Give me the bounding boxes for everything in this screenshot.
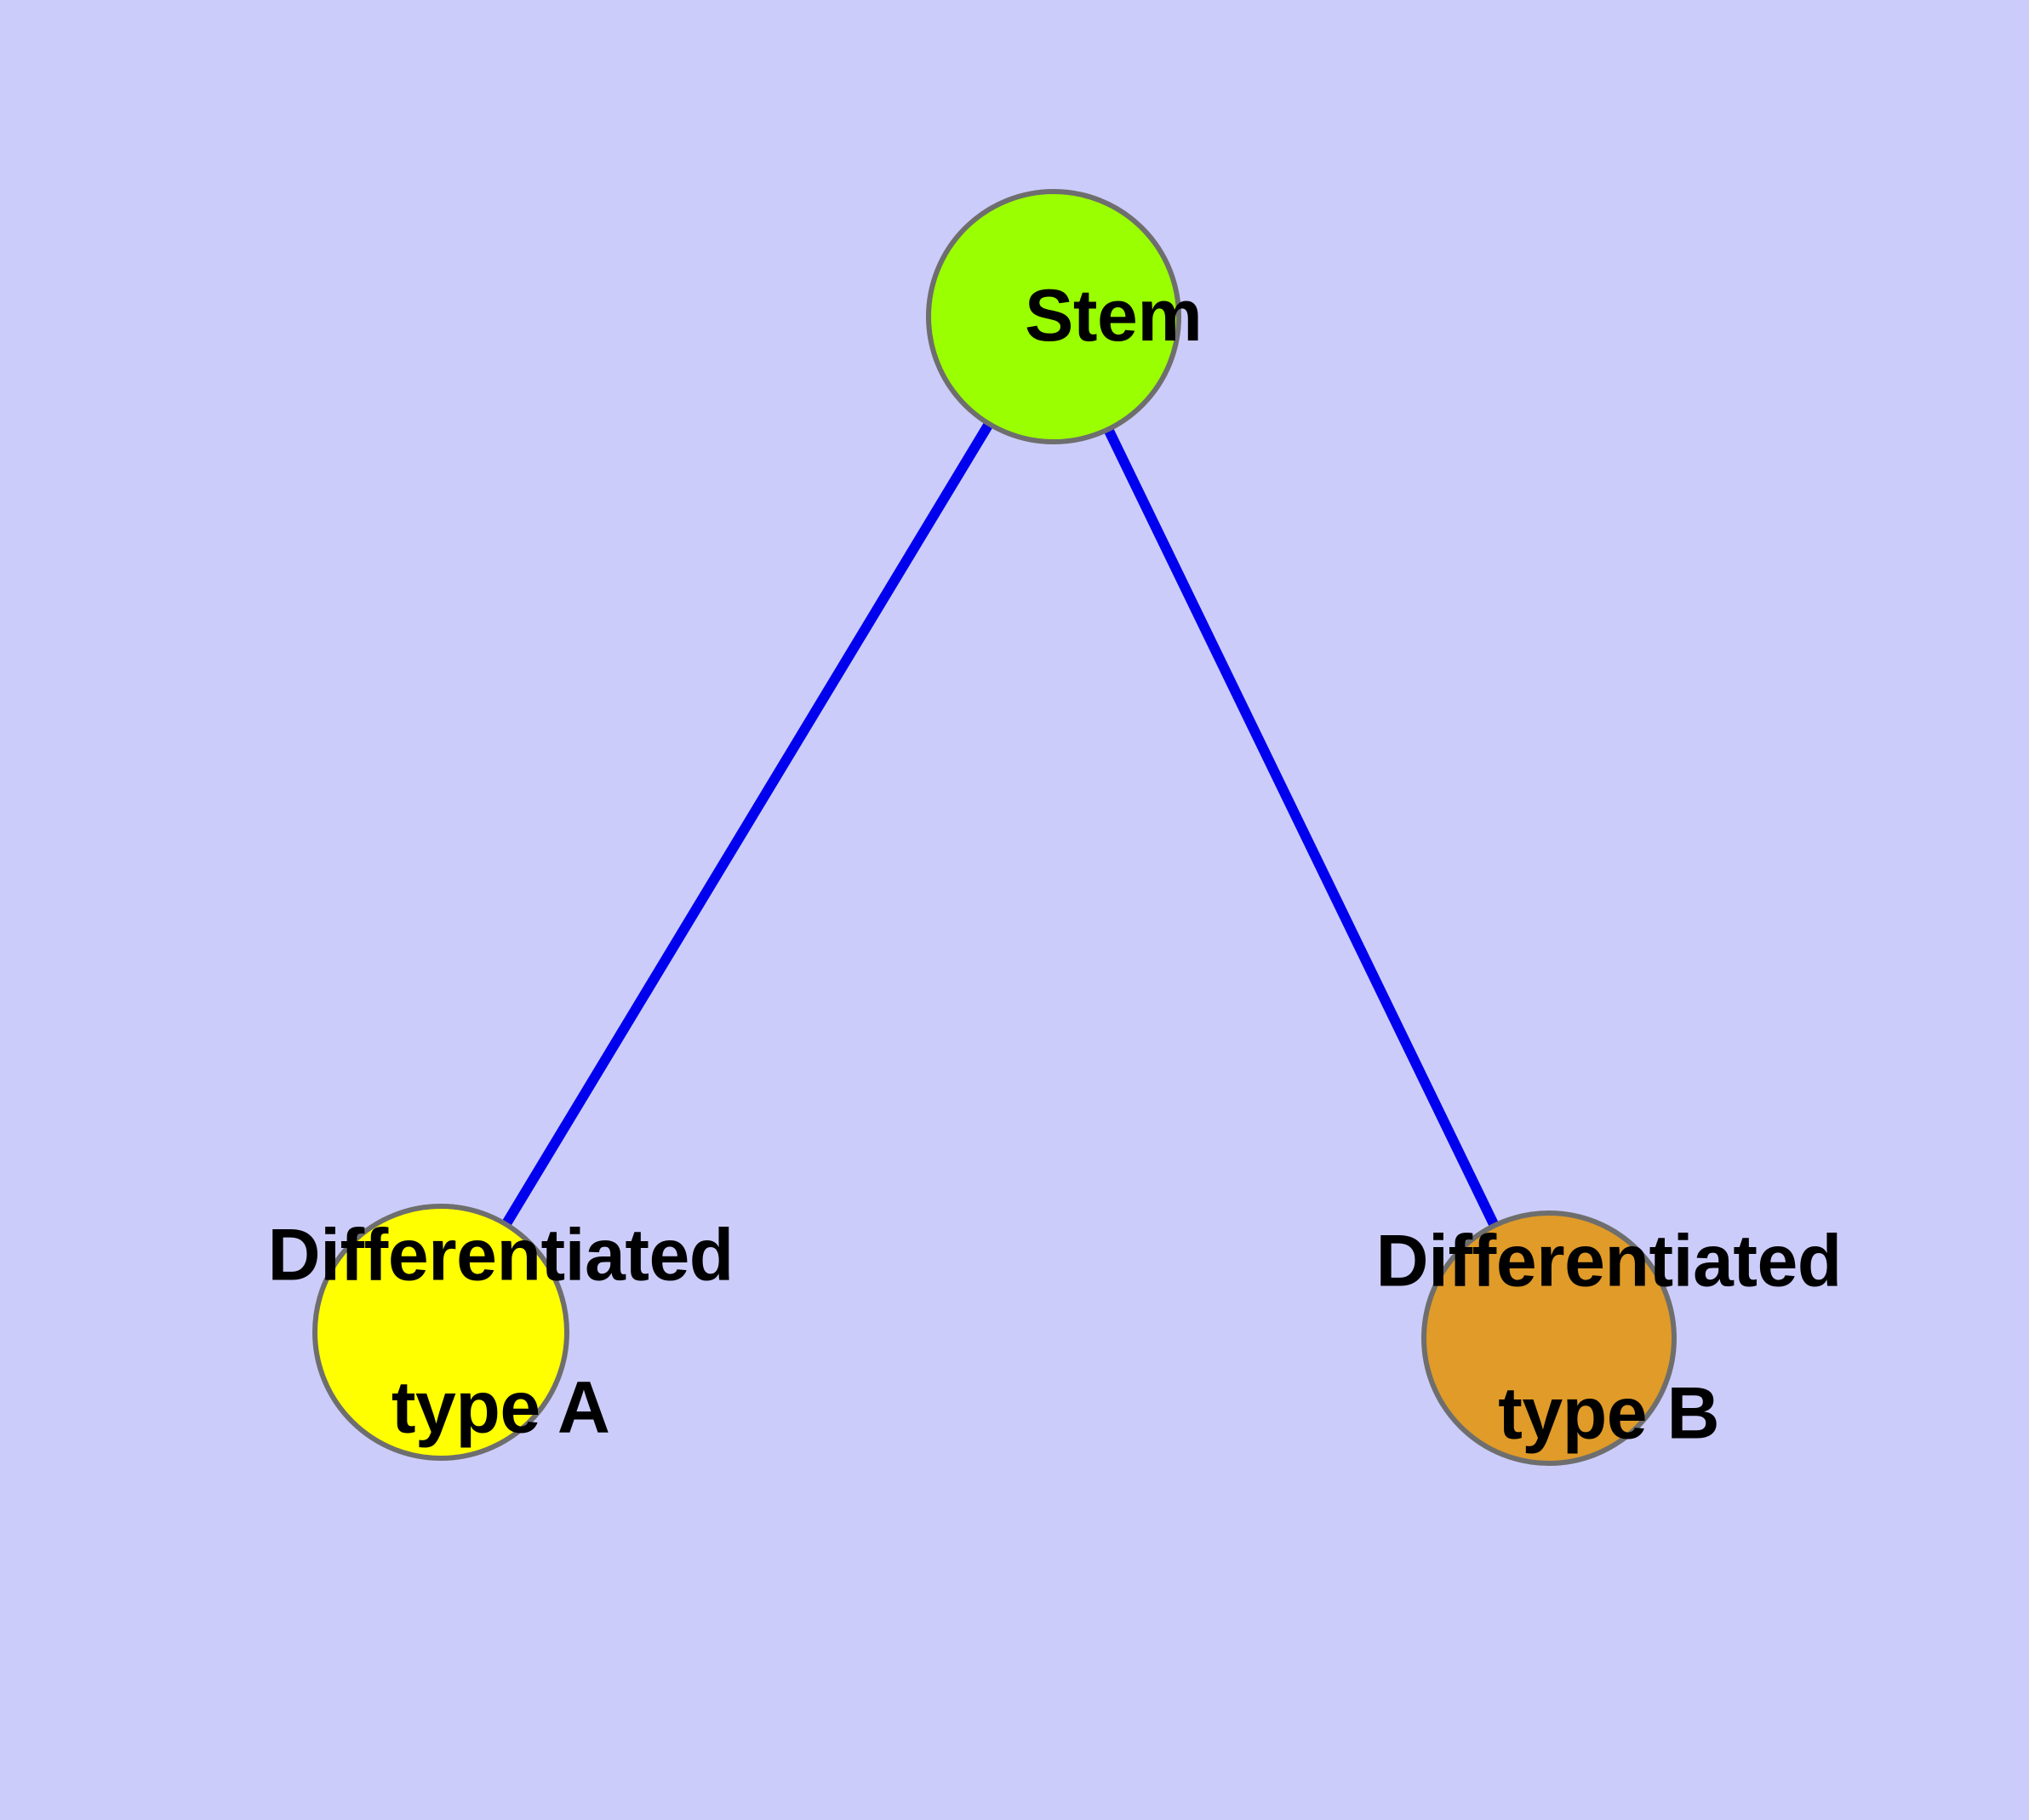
node-differentiated-type-a[interactable]: Differentiated type A bbox=[268, 1204, 734, 1461]
node-differentiated-type-b[interactable]: Differentiated type B bbox=[1376, 1210, 1842, 1466]
edge-stem-to-differentiated-type-b[interactable] bbox=[1104, 427, 1499, 1228]
node-stem[interactable]: Stem bbox=[926, 189, 1203, 444]
node-stem-label-line-1: Stem bbox=[1025, 275, 1203, 358]
edge-stem-to-differentiated-type-a[interactable] bbox=[501, 421, 993, 1227]
